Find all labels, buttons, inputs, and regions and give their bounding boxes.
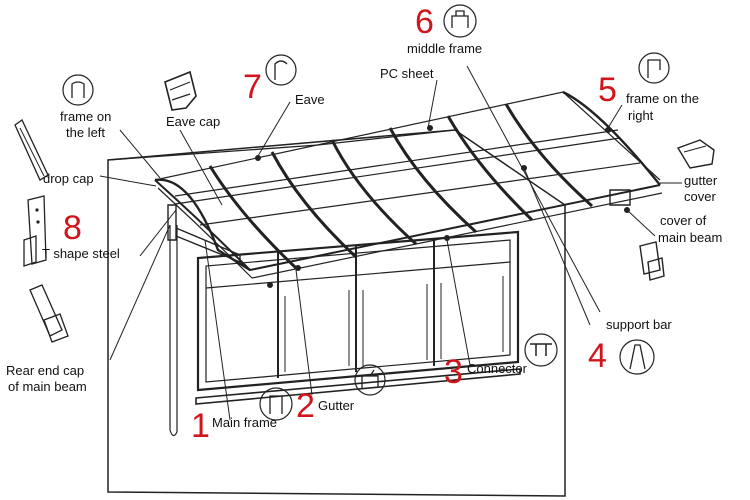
label-eave: Eave <box>295 92 325 107</box>
label-connector: Connector <box>467 361 528 376</box>
rear-cap-icon <box>29 284 69 343</box>
number-4: 4 <box>588 337 607 375</box>
eave-cap-icon <box>164 70 197 111</box>
label-middle-frame: middle frame <box>407 41 482 56</box>
label-t-shape-steel: T shape steel <box>42 246 120 261</box>
window <box>195 230 521 405</box>
label-frame-right-2: right <box>628 108 654 123</box>
label-main-frame: Main frame <box>212 415 277 430</box>
canopy <box>154 90 663 288</box>
connector-icon <box>524 333 558 367</box>
eave-icon <box>265 54 297 86</box>
label-support-bar: support bar <box>606 317 672 332</box>
number-5: 5 <box>598 71 617 109</box>
t-steel-icon <box>23 195 47 267</box>
number-7: 7 <box>243 68 262 106</box>
label-rear-end-cap-1: Rear end cap <box>6 363 84 378</box>
frame-right-icon <box>638 52 670 84</box>
number-6: 6 <box>415 3 434 41</box>
number-3: 3 <box>444 353 463 391</box>
label-gutter-cover-1: gutter <box>684 173 718 188</box>
label-cover-main-beam-2: main beam <box>658 230 722 245</box>
profile-icon <box>62 74 94 106</box>
label-frame-left-2: the left <box>66 125 105 140</box>
downpipe <box>169 225 178 437</box>
number-8: 8 <box>63 209 82 247</box>
label-frame-right-1: frame on the <box>626 91 699 106</box>
main-frame-icon <box>259 387 293 421</box>
part-labels: frame on the left Eave cap drop cap T sh… <box>6 41 722 430</box>
label-rear-end-cap-2: of main beam <box>8 379 87 394</box>
leader-lines <box>99 65 682 421</box>
label-gutter-cover-2: cover <box>684 189 716 204</box>
beam-cover-icon <box>639 241 665 281</box>
middle-frame-icon <box>443 4 477 38</box>
label-cover-main-beam-1: cover of <box>660 213 707 228</box>
number-2: 2 <box>296 387 315 425</box>
support-bar-icon <box>619 339 655 375</box>
gutter-icon <box>354 364 386 396</box>
label-drop-cap: drop cap <box>43 171 94 186</box>
label-eave-cap: Eave cap <box>166 114 220 129</box>
label-pc-sheet: PC sheet <box>380 66 434 81</box>
part-numbers: 1 2 3 4 5 6 7 8 <box>63 3 617 445</box>
label-frame-left-1: frame on <box>60 109 111 124</box>
number-1: 1 <box>191 407 210 445</box>
label-gutter: Gutter <box>318 398 355 413</box>
gutter-cover-icon <box>676 139 715 169</box>
drop-cap-icon <box>14 119 49 181</box>
